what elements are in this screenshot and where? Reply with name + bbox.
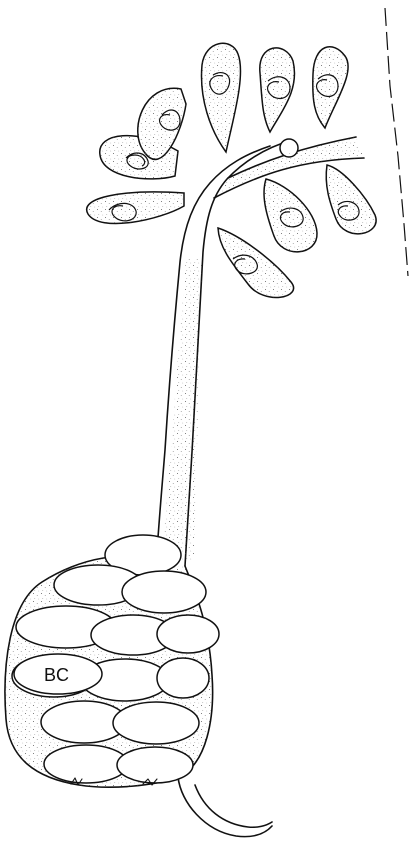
oval-cell [157, 615, 219, 653]
oval-cell [122, 571, 206, 613]
right-boundary-line [385, 8, 408, 276]
oval-cell [117, 747, 193, 783]
oval-cell [157, 658, 209, 698]
bc-label: BC [44, 665, 69, 685]
tail-outline-upper [195, 785, 272, 827]
oval-cell [44, 745, 128, 783]
oval-cell [113, 702, 199, 744]
